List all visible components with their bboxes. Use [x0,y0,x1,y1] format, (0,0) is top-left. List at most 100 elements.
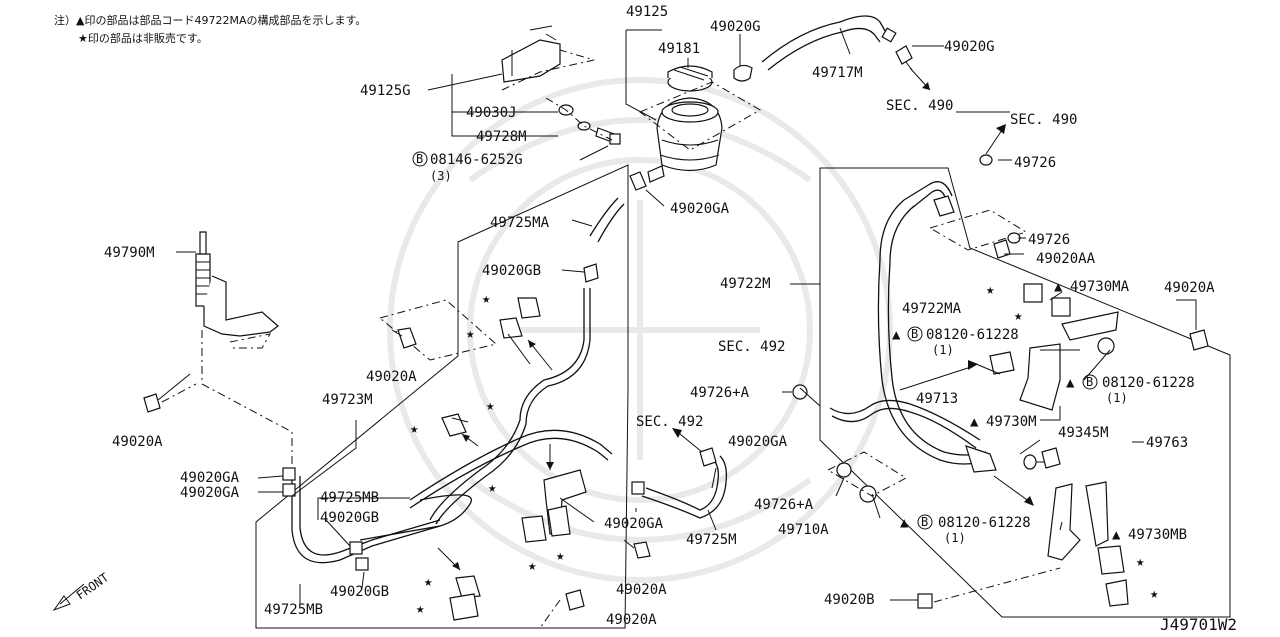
svg-text:★: ★ [528,558,537,574]
svg-text:08120-61228: 08120-61228 [938,515,1031,531]
svg-text:★: ★ [482,291,491,307]
pressure-hose-49722MA [877,181,989,465]
svg-text:49730MA: 49730MA [1070,279,1130,295]
clip-star-2 [441,413,469,437]
clamp-49020GA-mid [699,447,717,467]
label-49725MB-bottom: 49725MB [264,602,323,618]
bolt-49020A-bottom [565,589,585,611]
hose-49725M [641,455,728,519]
label-49020AA: 49020AA [1036,251,1096,267]
label-49020GA-left-1: 49020GA [180,470,240,486]
svg-text:▲: ▲ [1112,527,1121,543]
bolt-49020A-right [1189,329,1209,351]
label-49020GB-top: 49020GB [482,263,541,279]
tube-49713 [829,399,981,449]
front-arrow [52,583,85,612]
label-49020A-mid: 49020A [616,582,667,598]
leader-lines [176,27,1197,604]
label-49181: 49181 [658,41,700,57]
label-49020A-left: 49020A [112,434,163,450]
svg-text:B: B [911,327,918,341]
fitting-49020AA [993,239,1011,259]
label-49730MA-group: ▲ 49730MA [1054,279,1130,295]
arrow-sec492-a [799,387,821,407]
svg-text:★: ★ [556,548,565,564]
label-49020GA-left-2: 49020GA [180,485,240,501]
svg-text:(3): (3) [430,169,452,183]
label-49726-b: 49726 [1028,232,1070,248]
arrow-bracket-49730M [899,365,975,391]
reservoir-dashed-box [639,81,761,151]
note-line-2: ★印の部品は非販売です。 [78,32,208,45]
label-49713: 49713 [916,391,958,407]
svg-text:★: ★ [410,421,419,437]
svg-text:08120-61228: 08120-61228 [926,327,1019,343]
label-49725MB-top: 49725MB [320,490,379,506]
bracket-dashed-box [501,49,595,91]
fitting-49713 [965,445,997,473]
note-line-1: 注）▲印の部品は部品コード49722MAの構成部品を示します。 [54,14,367,27]
svg-text:★: ★ [466,326,475,342]
reservoir-tank [647,97,723,183]
svg-text:★: ★ [416,601,425,617]
label-sec492-a: SEC. 492 [718,339,785,355]
label-49730MB-group: ▲ 49730MB [1112,527,1187,543]
label-49020GB-mid: 49020GB [320,510,379,526]
label-49125: 49125 [626,4,668,20]
tube-bundle-49723M [291,429,613,564]
label-49020GA-reservoir: 49020GA [670,201,730,217]
watermark-emblem [387,77,893,583]
label-49020GB-low: 49020GB [330,584,389,600]
washer-49726A-lower [836,462,852,478]
hose-49725MA [589,197,625,243]
bracket-49730MA [1023,283,1119,355]
clamp-49020GB-mid [349,541,363,555]
svg-text:49730M: 49730M [986,414,1037,430]
label-49020A-upper: 49020A [366,369,417,385]
svg-text:★: ★ [1014,308,1023,324]
bolt-49020A-mid [623,539,651,559]
pressure-tube-upper [429,288,591,525]
reservoir-cap [667,65,713,92]
label-49125G: 49125G [360,83,411,99]
oring-49345M [1023,454,1037,470]
label-49730M-group: ▲ 49730M [970,414,1037,430]
label-49717M: 49717M [812,65,863,81]
bracket-49790M [195,231,279,337]
label-49020A-bottom: 49020A [606,612,657,628]
svg-text:▲: ▲ [970,414,979,430]
clamp-49020GA-left-2 [282,483,296,497]
washer-49726-a [979,154,993,166]
bolt-49020A-upper [391,327,417,349]
label-49726-a: 49726 [1014,155,1056,171]
label-49726A-lower: 49726+A [754,497,814,513]
bracket-49125G [501,25,561,83]
label-49725MA: 49725MA [490,215,550,231]
label-front: FRONT [74,570,112,602]
group-outline-left [255,164,629,629]
svg-text:(1): (1) [932,343,954,357]
svg-text:▲: ▲ [892,327,901,343]
clamp-49020GA-reservoir [629,171,647,191]
svg-text:★: ★ [986,282,995,298]
label-49020G-right: 49020G [944,39,995,55]
clamp-49020GA-bottom [631,481,645,495]
label-49030J: 49030J [466,105,517,121]
label-08120-2-group: ▲ B 08120-61228 (1) [1066,374,1195,405]
svg-text:08120-61228: 08120-61228 [1102,375,1195,391]
label-49710A: 49710A [778,522,829,538]
washer-49726A-upper [792,384,808,400]
svg-text:▲: ▲ [1054,279,1063,295]
diagram-code: J49701W2 [1160,615,1237,634]
label-49790M: 49790M [104,245,155,261]
svg-text:★: ★ [1150,586,1159,602]
svg-text:★: ★ [486,398,495,414]
clamp-49020GB-low [355,557,369,571]
label-sec490-b: SEC. 490 [1010,112,1077,128]
clip-star-1 [499,297,541,365]
svg-text:B: B [1086,375,1093,389]
label-08146-group: B 08146-6252G (3) [412,151,523,183]
label-49020GA-mid: 49020GA [728,434,788,450]
label-49763: 49763 [1146,435,1188,451]
